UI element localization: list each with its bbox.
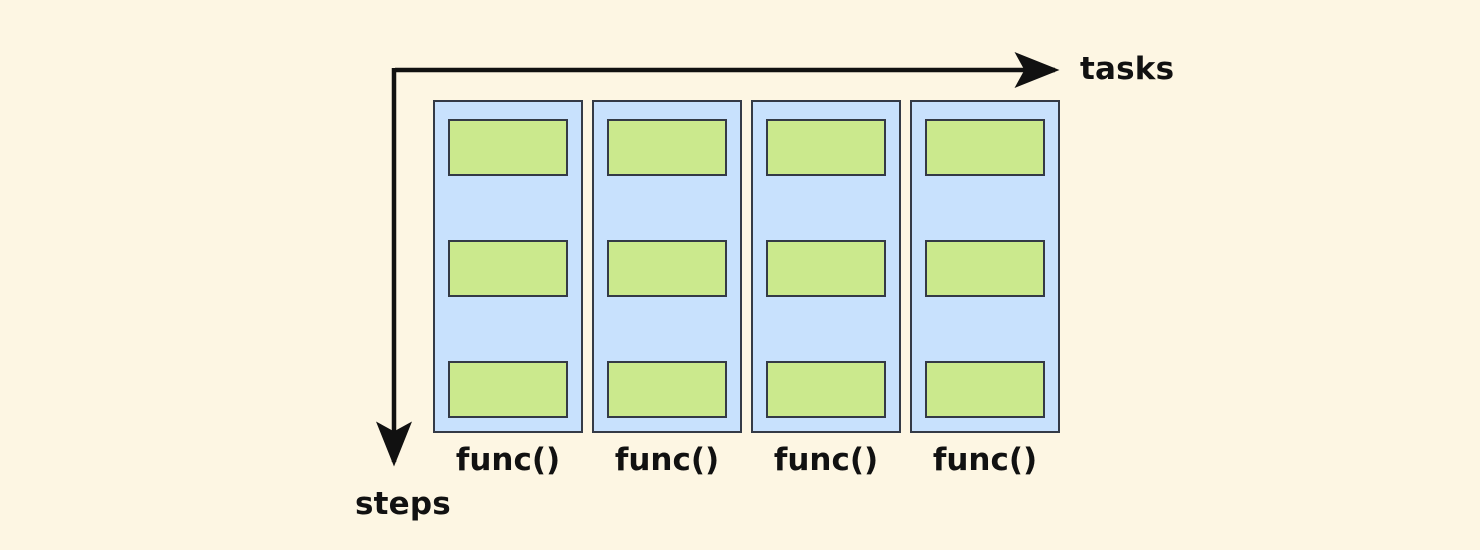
step-box[interactable] <box>925 361 1045 418</box>
task-column-label: func() <box>614 442 720 478</box>
task-column-3: func() <box>751 100 901 476</box>
task-column-4: func() <box>910 100 1060 476</box>
step-box[interactable] <box>925 119 1045 176</box>
task-column-1: func() <box>433 100 583 476</box>
task-column-body[interactable] <box>592 100 742 433</box>
step-box[interactable] <box>448 361 568 418</box>
task-column-body[interactable] <box>433 100 583 433</box>
step-box[interactable] <box>607 361 727 418</box>
task-columns-container: func() func() func() <box>433 100 1060 500</box>
step-box[interactable] <box>766 240 886 297</box>
step-box[interactable] <box>607 119 727 176</box>
task-column-label: func() <box>773 442 879 478</box>
step-box[interactable] <box>766 119 886 176</box>
step-box[interactable] <box>607 240 727 297</box>
step-box[interactable] <box>448 240 568 297</box>
tasks-axis-label: tasks <box>1080 51 1175 87</box>
step-box[interactable] <box>925 240 1045 297</box>
task-column-label: func() <box>455 442 561 478</box>
task-column-body[interactable] <box>910 100 1060 433</box>
task-column-label: func() <box>932 442 1038 478</box>
step-box[interactable] <box>766 361 886 418</box>
task-column-body[interactable] <box>751 100 901 433</box>
steps-axis-label: steps <box>355 486 451 522</box>
task-column-2: func() <box>592 100 742 476</box>
step-box[interactable] <box>448 119 568 176</box>
